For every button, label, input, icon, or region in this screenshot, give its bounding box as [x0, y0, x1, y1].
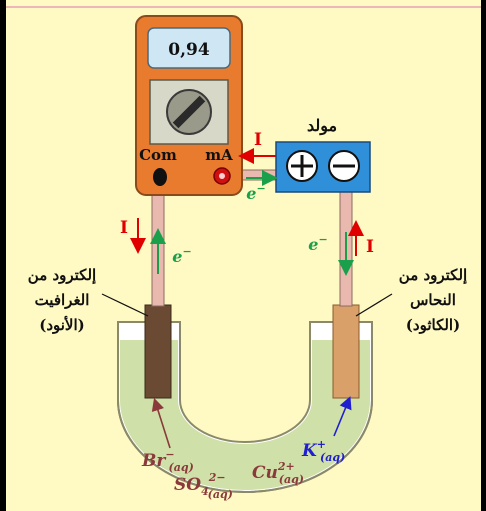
cathode-label-line-1: إلكترود من — [399, 266, 467, 284]
anode-pointer-line — [101, 293, 149, 317]
generator-label: مولد — [307, 116, 337, 136]
generator — [275, 141, 371, 193]
com-terminal — [153, 168, 167, 186]
cathode-pointer-line — [355, 293, 393, 317]
anode-label-line-3: (الأنود) — [39, 315, 85, 334]
current-label-right: I — [366, 237, 374, 257]
ma-label: mA — [205, 146, 233, 164]
anode-label: إلكترود من الغرافيت (الأنود) — [28, 266, 96, 334]
anode-label-line-2: الغرافيت — [35, 291, 90, 309]
cation-migration-arrow — [333, 396, 352, 437]
graphite-electrode — [144, 304, 172, 399]
meter-reading: 0,94 — [168, 40, 210, 60]
meter-screen — [147, 27, 231, 69]
cathode-label: إلكترود من النحاس (الكاثود) — [399, 266, 467, 334]
electron-label-left: e− — [172, 245, 191, 266]
electrolyte-solution — [120, 340, 370, 490]
left-frame-border — [0, 0, 6, 511]
electron-label-right: e− — [308, 233, 327, 254]
bromide-ion-label: Br−(aq) — [141, 448, 194, 474]
current-label-top: I — [254, 130, 262, 150]
copper-ion-label: Cu2+(aq) — [252, 460, 304, 486]
multimeter — [135, 15, 243, 196]
anion-migration-arrow — [151, 397, 171, 449]
com-label: Com — [139, 146, 177, 164]
sulfate-ion-label: SO42−(aq) — [174, 471, 233, 501]
cathode-label-line-2: النحاس — [410, 291, 456, 309]
electron-label-top: e− — [246, 182, 265, 203]
current-label-left: I — [120, 218, 128, 238]
potassium-ion-label: K+(aq) — [301, 438, 345, 464]
anode-label-line-1: إلكترود من — [28, 266, 96, 284]
cathode-label-line-3: (الكاثود) — [406, 316, 460, 334]
copper-electrode — [332, 304, 360, 399]
u-tube — [117, 321, 373, 493]
right-frame-border — [481, 0, 486, 511]
